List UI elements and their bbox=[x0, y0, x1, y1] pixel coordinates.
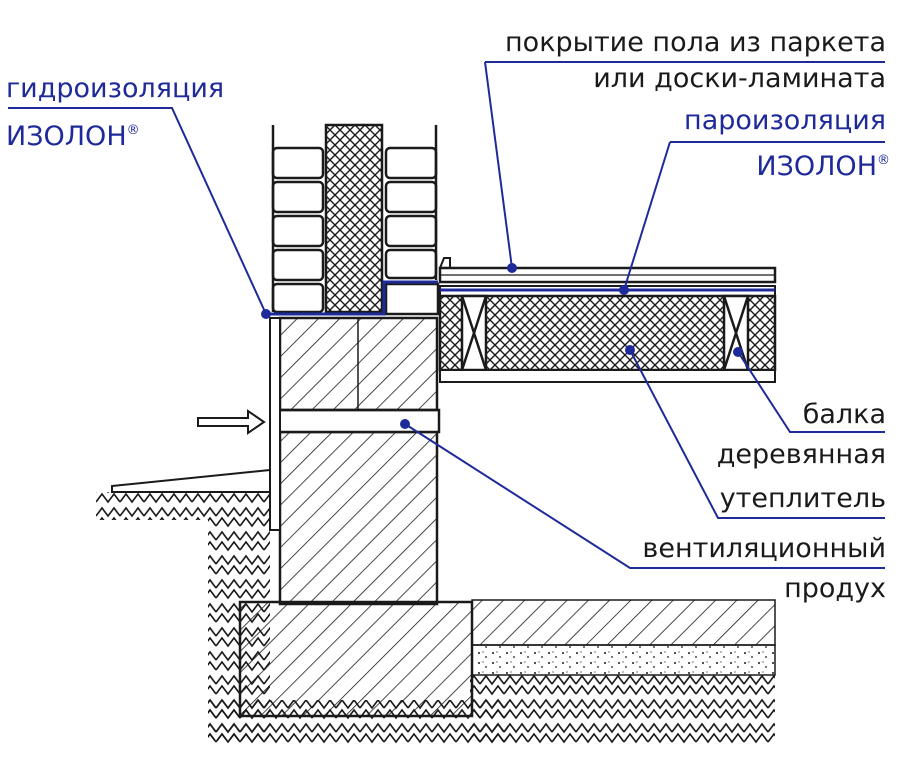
label-floor-covering: покрытие пола из паркета bbox=[505, 28, 886, 58]
ground-soil-interior bbox=[470, 675, 775, 745]
outer-cladding bbox=[269, 317, 281, 531]
beam-line1: балка bbox=[802, 399, 886, 430]
brick-wall-inner bbox=[384, 146, 438, 280]
floor-line1: покрытие пола из паркета bbox=[505, 27, 886, 58]
beam-line2: деревянная bbox=[716, 439, 886, 470]
label-hydroisolation: гидроизоляция bbox=[6, 74, 224, 104]
ceiling-board bbox=[439, 369, 776, 383]
label-beam: балка bbox=[803, 400, 886, 430]
floor-insulation bbox=[438, 294, 777, 372]
ground-surface-slope bbox=[111, 468, 271, 493]
label-vapor-brand: ИЗОЛОН® bbox=[756, 146, 890, 182]
label-vent: вентиляционный bbox=[642, 534, 886, 564]
label-hydro-brand: ИЗОЛОН® bbox=[6, 116, 140, 152]
interior-backfill bbox=[471, 599, 776, 646]
registered-mark: ® bbox=[877, 153, 890, 168]
vapor-line2: ИЗОЛОН bbox=[756, 151, 877, 182]
label-beam-2: деревянная bbox=[717, 440, 886, 470]
sand-layer bbox=[471, 644, 776, 676]
leader-lines bbox=[8, 61, 885, 569]
arrow-right-outline-icon bbox=[197, 409, 266, 435]
floor-line2: или доски-ламината bbox=[593, 63, 886, 94]
registered-mark: ® bbox=[126, 123, 140, 138]
label-insulation: утеплитель bbox=[720, 484, 886, 514]
vapor-line1: пароизоляция bbox=[684, 105, 886, 136]
insulation-text: утеплитель bbox=[719, 483, 886, 514]
vent-line1: вентиляционный bbox=[642, 533, 886, 564]
hydro-line1: гидроизоляция bbox=[6, 73, 225, 104]
label-vent-2: продух bbox=[784, 574, 886, 604]
foundation-wall-lower bbox=[278, 430, 439, 606]
brick-wall-outer bbox=[271, 146, 325, 314]
wall-insulation bbox=[324, 123, 384, 314]
label-vapor: пароизоляция bbox=[684, 106, 886, 136]
hydro-membrane-line bbox=[266, 280, 438, 316]
label-floor-covering-2: или доски-ламината bbox=[593, 64, 886, 94]
ground-soil-outer bbox=[96, 492, 270, 740]
hydro-line2: ИЗОЛОН bbox=[6, 121, 127, 152]
leader-dots bbox=[261, 263, 743, 429]
concrete-footing bbox=[238, 600, 474, 718]
vent-line2: продух bbox=[784, 573, 886, 604]
